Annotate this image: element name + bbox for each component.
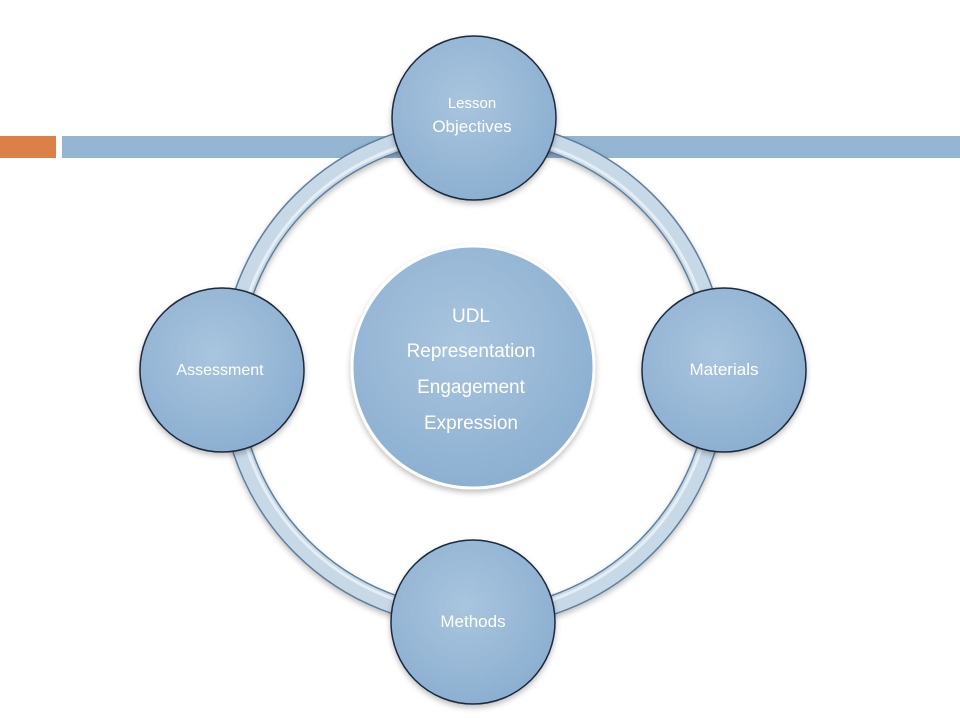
node-assessment: Assessment	[139, 287, 305, 453]
center-line-engagement: Engagement	[417, 377, 525, 398]
node-materials-label: Materials	[690, 360, 759, 379]
center-node: UDL Representation Engagement Expression	[350, 244, 596, 490]
node-materials: Materials	[641, 287, 807, 453]
center-line-expression: Expression	[424, 413, 518, 434]
node-lesson-objectives: Lesson Objectives	[391, 35, 557, 201]
center-line-udl: UDL	[452, 306, 490, 327]
node-methods-label: Methods	[440, 612, 505, 631]
node-assessment-label: Assessment	[176, 362, 264, 379]
accent-bar	[0, 136, 56, 158]
node-lesson-objectives-line-2: Objectives	[432, 117, 511, 136]
node-lesson-objectives-line-1: Lesson	[448, 95, 496, 112]
node-methods: Methods	[390, 539, 556, 705]
center-line-representation: Representation	[407, 341, 536, 362]
